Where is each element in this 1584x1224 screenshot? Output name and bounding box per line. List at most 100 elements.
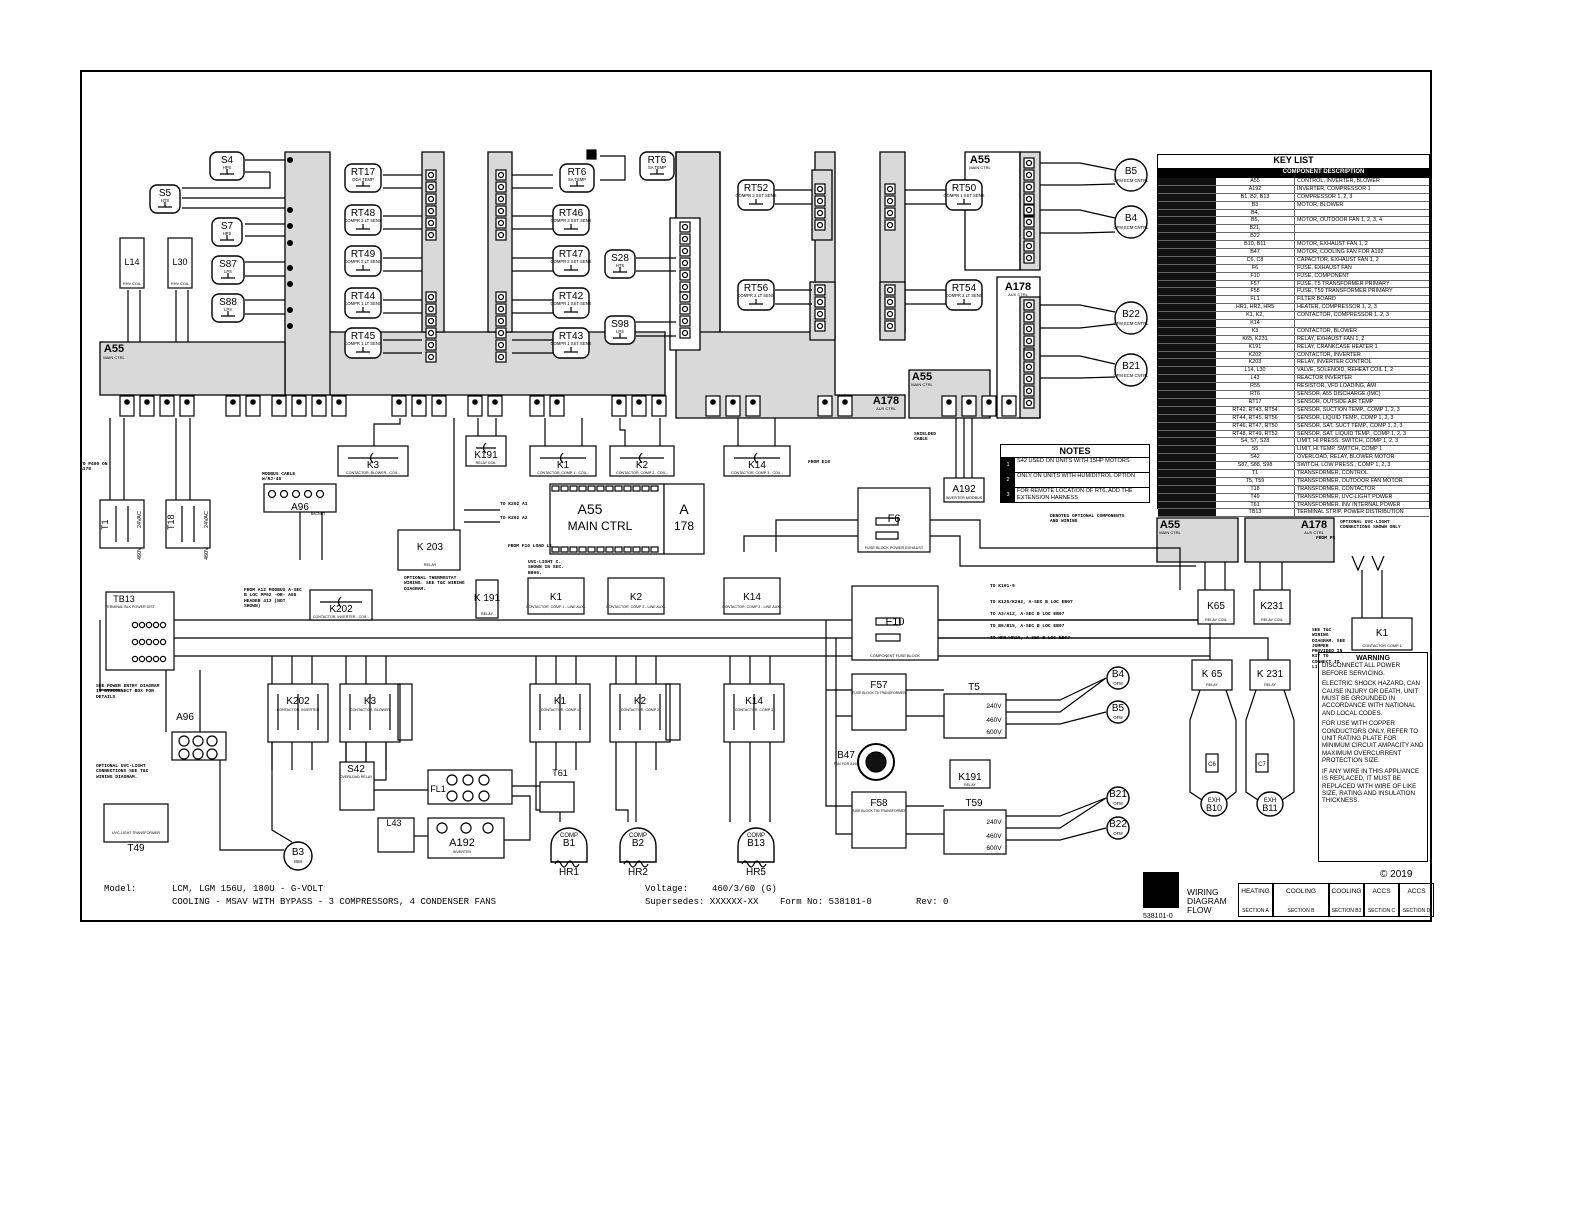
f10-id: F10 xyxy=(886,616,905,628)
connector-block xyxy=(679,233,691,245)
annotation-text: SHIELDED CABLE xyxy=(914,432,937,443)
fl1-terminal xyxy=(446,774,458,786)
key-list-row: K14 xyxy=(1158,320,1429,328)
k14d-id: K14 xyxy=(745,696,763,707)
connector-block xyxy=(495,351,507,363)
connector-block-pin xyxy=(497,293,505,301)
rt47-sub: COMPR 2 SST SENS xyxy=(551,259,592,264)
k203-id: K 203 xyxy=(417,542,444,553)
key-list-component: RT48, RT49, RT52 xyxy=(1216,430,1295,438)
connector-block xyxy=(495,315,507,327)
annotation-text: OPTIONAL THERMOSTAT WIRING. SEE T&C WIRI… xyxy=(404,576,465,592)
b10-motor xyxy=(1200,791,1228,817)
header-pin-dot xyxy=(946,399,952,405)
key-list-component: F6 xyxy=(1216,264,1295,272)
key-list-description: FUSE, COMPONENT xyxy=(1297,272,1350,279)
b5b-id: B5 xyxy=(1112,703,1125,714)
connector-pin xyxy=(287,223,294,230)
rt54-glyph xyxy=(957,299,971,305)
key-list-location-cell xyxy=(1158,304,1216,312)
fan-wire xyxy=(1040,304,1116,313)
k65-contacts-id: K 65 xyxy=(1202,669,1223,680)
voltage-value: 460/3/60 (G) xyxy=(712,884,777,894)
key-list-location-cell xyxy=(1158,509,1216,517)
exhaust-feed xyxy=(938,637,1269,660)
annotation-text: FROM A12 MODBUS A-SEC B LOC PP02 -OR- A5… xyxy=(244,588,302,609)
s98-glyph xyxy=(613,333,627,339)
l30-id: L30 xyxy=(172,257,187,267)
fl1-terminal xyxy=(478,790,490,802)
compressor-wire xyxy=(615,770,629,822)
drawing-frame xyxy=(80,70,1432,922)
annotation-from_f10: FROM F10 LOAD L1 xyxy=(508,544,552,549)
a55-mid-sub: MAIN CTRL xyxy=(911,382,933,387)
header-pin-dot xyxy=(616,399,622,405)
k191a-coil-symbol xyxy=(476,442,496,454)
key-list-description: CONTROL, INVERTER, BLOWER xyxy=(1297,178,1380,184)
connector-block-pin xyxy=(497,171,505,179)
annotation-to_k191: TO K191-9 xyxy=(990,584,1015,589)
k202a-coil-symbol xyxy=(320,596,362,608)
warning-paragraph: DISCONNECT ALL POWER BEFORE SERVICING. xyxy=(1322,662,1401,677)
header-pin-dot xyxy=(184,399,190,405)
connector-block xyxy=(814,296,826,308)
rt52-id: RT52 xyxy=(744,183,769,194)
k65-sub: RELAY COIL xyxy=(1205,618,1227,622)
key-list-location-cell xyxy=(1158,391,1216,398)
key-list-description: CONTACTOR, INVERTER xyxy=(1297,351,1361,358)
k3b-sub: CONTACTOR, BLOWER xyxy=(350,708,390,712)
rt43-symbol xyxy=(552,327,590,359)
rt6b-symbol xyxy=(639,151,675,181)
fan-secondary-wire xyxy=(1006,711,1107,725)
s42-wire xyxy=(374,742,387,781)
fan-secondary-wire xyxy=(1006,677,1107,701)
a55-top-id: A55 xyxy=(970,154,990,166)
connector-block xyxy=(884,219,896,231)
header-pin xyxy=(650,546,659,553)
connector-block xyxy=(495,291,507,303)
rt42-glyph xyxy=(564,307,578,313)
warning-paragraph: FOR USE WITH COPPER CONDUCTORS ONLY, REF… xyxy=(1322,720,1424,765)
notes-title: NOTES xyxy=(1000,444,1150,458)
key-list-description xyxy=(1295,210,1429,217)
key-list-location-cell xyxy=(1158,193,1216,201)
b21b-id: B21 xyxy=(1109,789,1127,800)
a96-port xyxy=(315,489,325,499)
connector-block-pin xyxy=(427,305,435,313)
key-list-description: MOTOR, COOLING FAN FOR A192 xyxy=(1297,249,1384,256)
exhaust-wire xyxy=(1245,689,1259,801)
key-list-description: VALVE, SOLENOID, REHEAT COIL 1, 2 xyxy=(1297,367,1394,374)
a192-power-id: A192 xyxy=(449,837,475,849)
a96-power-id: A96 xyxy=(176,712,194,723)
k202a-sub: CONTACTOR, INVERTER - COIL - xyxy=(313,615,370,619)
model-label: Model: xyxy=(104,884,137,894)
header-pin-dot xyxy=(276,399,282,405)
tb13-terminal xyxy=(159,655,167,663)
note-number: 3 xyxy=(1001,488,1015,502)
b1-sub: COMP xyxy=(560,833,578,839)
connector-block xyxy=(495,169,507,181)
f10-fuse xyxy=(875,617,901,626)
header-pin-dot xyxy=(336,399,342,405)
key-list-description: REACTOR INVERTER xyxy=(1297,375,1352,382)
coil-wire xyxy=(373,418,401,446)
k2a-id: K2 xyxy=(636,460,649,471)
b4a-id: B4 xyxy=(1125,213,1138,224)
b22b-sub: OFM xyxy=(1113,831,1123,836)
diagram-description: COOLING - MSAV WITH BYPASS - 3 COMPRESSO… xyxy=(172,897,497,907)
key-list-component: B1, B2, B13 xyxy=(1216,193,1295,201)
annotation-text: TO K202 A1 xyxy=(500,502,528,507)
connector-block-pin xyxy=(681,259,689,267)
t18-transformer xyxy=(165,499,211,549)
f57-fuse-block xyxy=(851,673,907,731)
supersedes: Supersedes: XXXXXX-XX xyxy=(645,897,759,907)
k3b-id: K3 xyxy=(364,696,377,707)
connector-block-pin xyxy=(886,185,894,193)
rt56-glyph xyxy=(749,299,763,305)
hr2-id: HR2 xyxy=(628,867,648,878)
connector-pin xyxy=(287,323,294,330)
rt46-glyph xyxy=(564,224,578,230)
coil-wire xyxy=(619,418,626,446)
